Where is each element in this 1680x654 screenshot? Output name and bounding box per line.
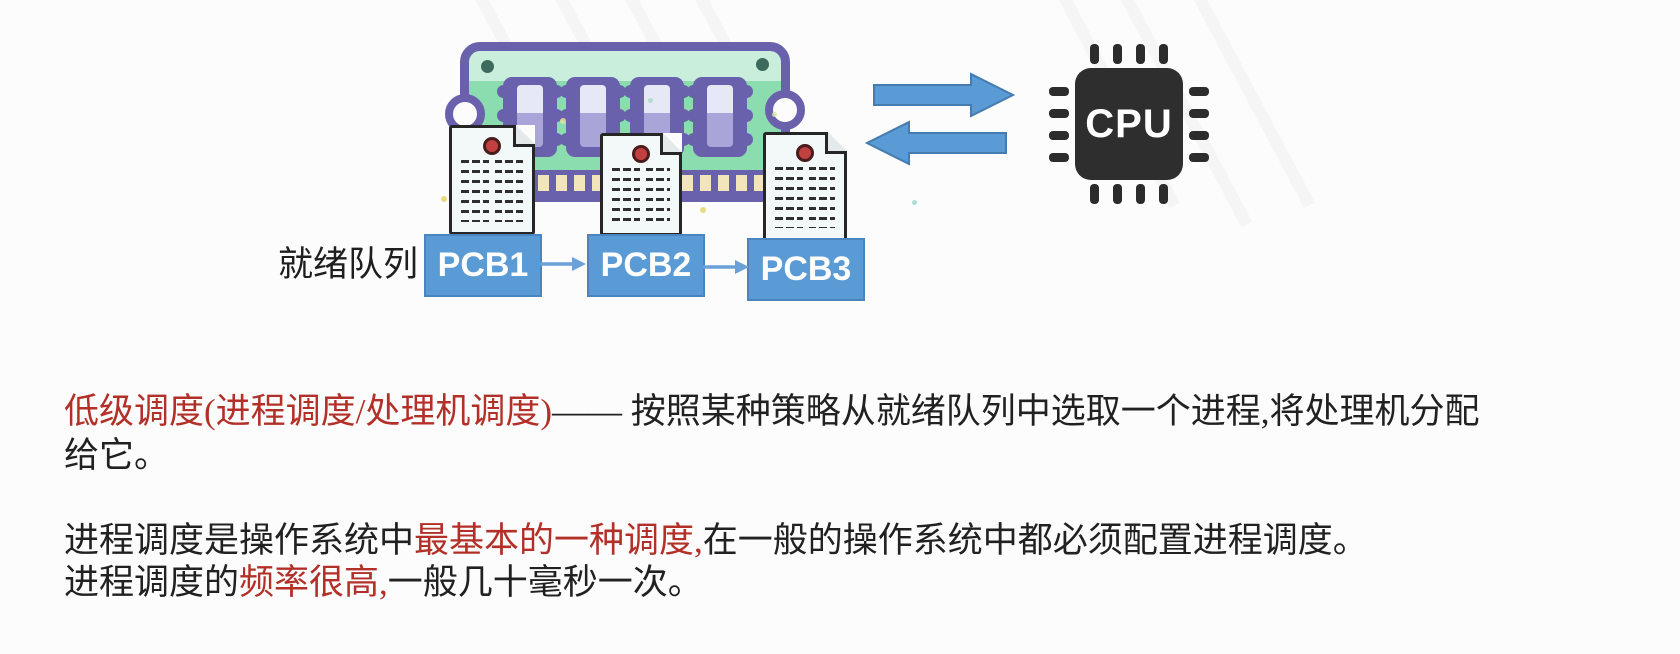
- definition-body-text: —— 按照某种策略从就绪队列中选取一个进程,将处理机分配: [552, 392, 1480, 431]
- notch: [765, 90, 805, 130]
- folded-corner: [660, 133, 682, 155]
- red-dot: [632, 145, 650, 163]
- definition-body-text-line2: 给它。: [64, 436, 170, 475]
- pcb3-node: PCB3: [747, 238, 865, 301]
- cpu-label: CPU: [1075, 68, 1183, 180]
- pcb-document-icon: [600, 133, 682, 236]
- chip-face: [706, 85, 733, 147]
- ready-queue-label: 就绪队列: [278, 245, 419, 284]
- sparkle: [700, 207, 706, 213]
- definition-paragraph: 低级调度(进程调度/处理机调度)—— 按照某种策略从就绪队列中选取一个进程,将处…: [64, 390, 1664, 478]
- cpu-pins: [1049, 68, 1069, 180]
- queue-arrow-icon: [703, 260, 749, 274]
- note2-text: 进程调度的: [64, 563, 240, 602]
- pcb-document-icon: [763, 132, 847, 241]
- text-lines: [461, 160, 523, 222]
- cpu-chip-icon: CPU: [1046, 44, 1212, 204]
- note1-text-post: 在一般的操作系统中都必须配置进程调度。: [702, 521, 1368, 560]
- cpu-pins: [1075, 184, 1183, 204]
- sparkle: [648, 98, 653, 103]
- note1-highlight: 最基本的一种调度,: [414, 521, 703, 560]
- pcb1-node: PCB1: [424, 234, 542, 297]
- sparkle: [441, 196, 447, 202]
- red-dot: [796, 144, 814, 162]
- folded-corner: [825, 132, 847, 154]
- queue-arrow-icon: [540, 257, 586, 271]
- sparkle: [772, 112, 777, 117]
- cpu-pins: [1075, 44, 1183, 64]
- sparkle: [560, 118, 566, 124]
- arrow-left-icon: [865, 120, 1007, 166]
- memory-chips: [497, 77, 753, 157]
- arrow-right-icon: [873, 72, 1015, 118]
- memory-chip-icon: [686, 77, 753, 157]
- sparkle: [912, 200, 917, 205]
- note2-highlight: 频率很高,: [239, 563, 388, 602]
- pcb2-node: PCB2: [587, 234, 705, 297]
- text-lines: [612, 168, 670, 223]
- screw-icon: [756, 58, 769, 71]
- notes-paragraph: 进程调度是操作系统中最基本的一种调度,在一般的操作系统中都必须配置进程调度。 进…: [64, 520, 1664, 604]
- definition-term-highlight: 低级调度(进程调度/处理机调度): [64, 392, 553, 431]
- red-dot: [483, 137, 501, 155]
- cpu-pins: [1189, 68, 1209, 180]
- folded-corner: [513, 125, 535, 147]
- text-lines: [775, 167, 835, 228]
- screw-icon: [481, 60, 494, 73]
- pcb-document-icon: [449, 125, 535, 235]
- note1-text: 进程调度是操作系统中: [64, 521, 415, 560]
- note2-text-post: 一般几十毫秒一次。: [387, 563, 703, 602]
